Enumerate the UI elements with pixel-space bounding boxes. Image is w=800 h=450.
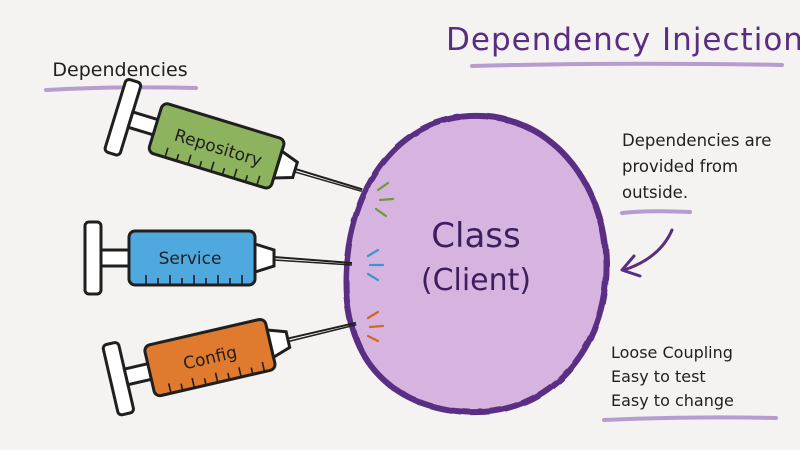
repository-syringe: Repository: [103, 78, 363, 193]
note-line-2: provided from: [622, 157, 738, 176]
service-spark-icon: [366, 248, 385, 282]
benefit-easy-to-test: Easy to test: [611, 367, 706, 386]
benefit-easy-to-change: Easy to change: [611, 391, 734, 410]
note-underline: [620, 209, 692, 215]
note-line-1: Dependencies are: [622, 131, 771, 150]
curved-arrow-icon: [620, 228, 674, 278]
benefits-underline: [602, 415, 778, 422]
config-syringe: Config: [101, 317, 357, 417]
dependencies-label: Dependencies: [52, 59, 187, 81]
diagram-title: Dependency Injection: [446, 22, 800, 58]
config-spark-icon: [366, 310, 385, 343]
service-label: Service: [159, 249, 222, 269]
client-label: (Client): [421, 263, 531, 298]
repository-spark-icon: [374, 181, 395, 218]
benefit-loose-coupling: Loose Coupling: [611, 343, 733, 362]
class-label: Class: [431, 216, 520, 256]
dependencies-underline: [44, 85, 198, 92]
note-line-3: outside.: [622, 183, 688, 202]
title-underline: [470, 61, 784, 68]
service-syringe: Service: [83, 220, 353, 296]
class-client-circle: [342, 112, 610, 416]
